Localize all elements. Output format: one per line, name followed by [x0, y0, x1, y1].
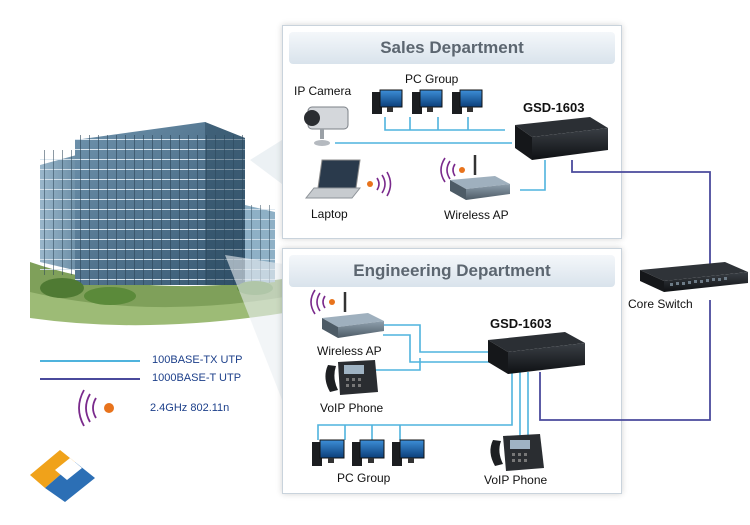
- ip-camera-icon: [304, 106, 349, 146]
- sales-wireless-ap-icon: [450, 155, 510, 200]
- legend-fast-ethernet-label: 100BASE-TX UTP: [152, 354, 243, 366]
- sales-gsd-1603-switch-icon: [515, 117, 608, 160]
- voip-phone-left-label: VoIP Phone: [320, 401, 384, 415]
- company-logo: [30, 450, 95, 502]
- sales-switch-label: GSD-1603: [523, 100, 585, 115]
- engineering-switch-label: GSD-1603: [490, 316, 552, 331]
- legend-wifi-icon: [78, 389, 114, 427]
- voip-phone-left-icon: [325, 360, 378, 395]
- sales-pc-group-icon: [372, 89, 483, 114]
- sales-department-title: Sales Department: [289, 32, 615, 64]
- laptop-wifi-icon: [367, 171, 392, 197]
- sales-pc-group-label: PC Group: [405, 72, 459, 86]
- legend-gigabit-label: 1000BASE-T UTP: [152, 372, 242, 384]
- engineering-pc-group-icon: [312, 439, 425, 466]
- voip-phone-right-label: VoIP Phone: [484, 473, 548, 487]
- engineering-wireless-ap-icon: [322, 292, 384, 338]
- engineering-department-title: Engineering Department: [289, 255, 615, 287]
- voip-phone-right-icon: [490, 434, 544, 471]
- engineering-fast-ethernet-cables: [317, 324, 529, 445]
- sales-wireless-ap-label: Wireless AP: [444, 208, 509, 222]
- legend-wifi-label: 2.4GHz 802.11n: [150, 402, 230, 414]
- engineering-ap-wifi-icon: [310, 289, 335, 315]
- engineering-wireless-ap-label: Wireless AP: [317, 344, 382, 358]
- laptop-label: Laptop: [311, 207, 348, 221]
- engineering-gsd-1603-switch-icon: [488, 332, 585, 374]
- sales-ap-wifi-icon: [440, 157, 465, 183]
- gigabit-uplink-cables: [539, 160, 711, 421]
- sales-fast-ethernet-cables: [335, 117, 546, 191]
- core-switch-label: Core Switch: [628, 297, 693, 311]
- core-switch-icon: [640, 262, 748, 292]
- engineering-pc-group-label: PC Group: [337, 471, 391, 485]
- laptop-icon: [304, 159, 362, 199]
- ip-camera-label: IP Camera: [294, 84, 352, 98]
